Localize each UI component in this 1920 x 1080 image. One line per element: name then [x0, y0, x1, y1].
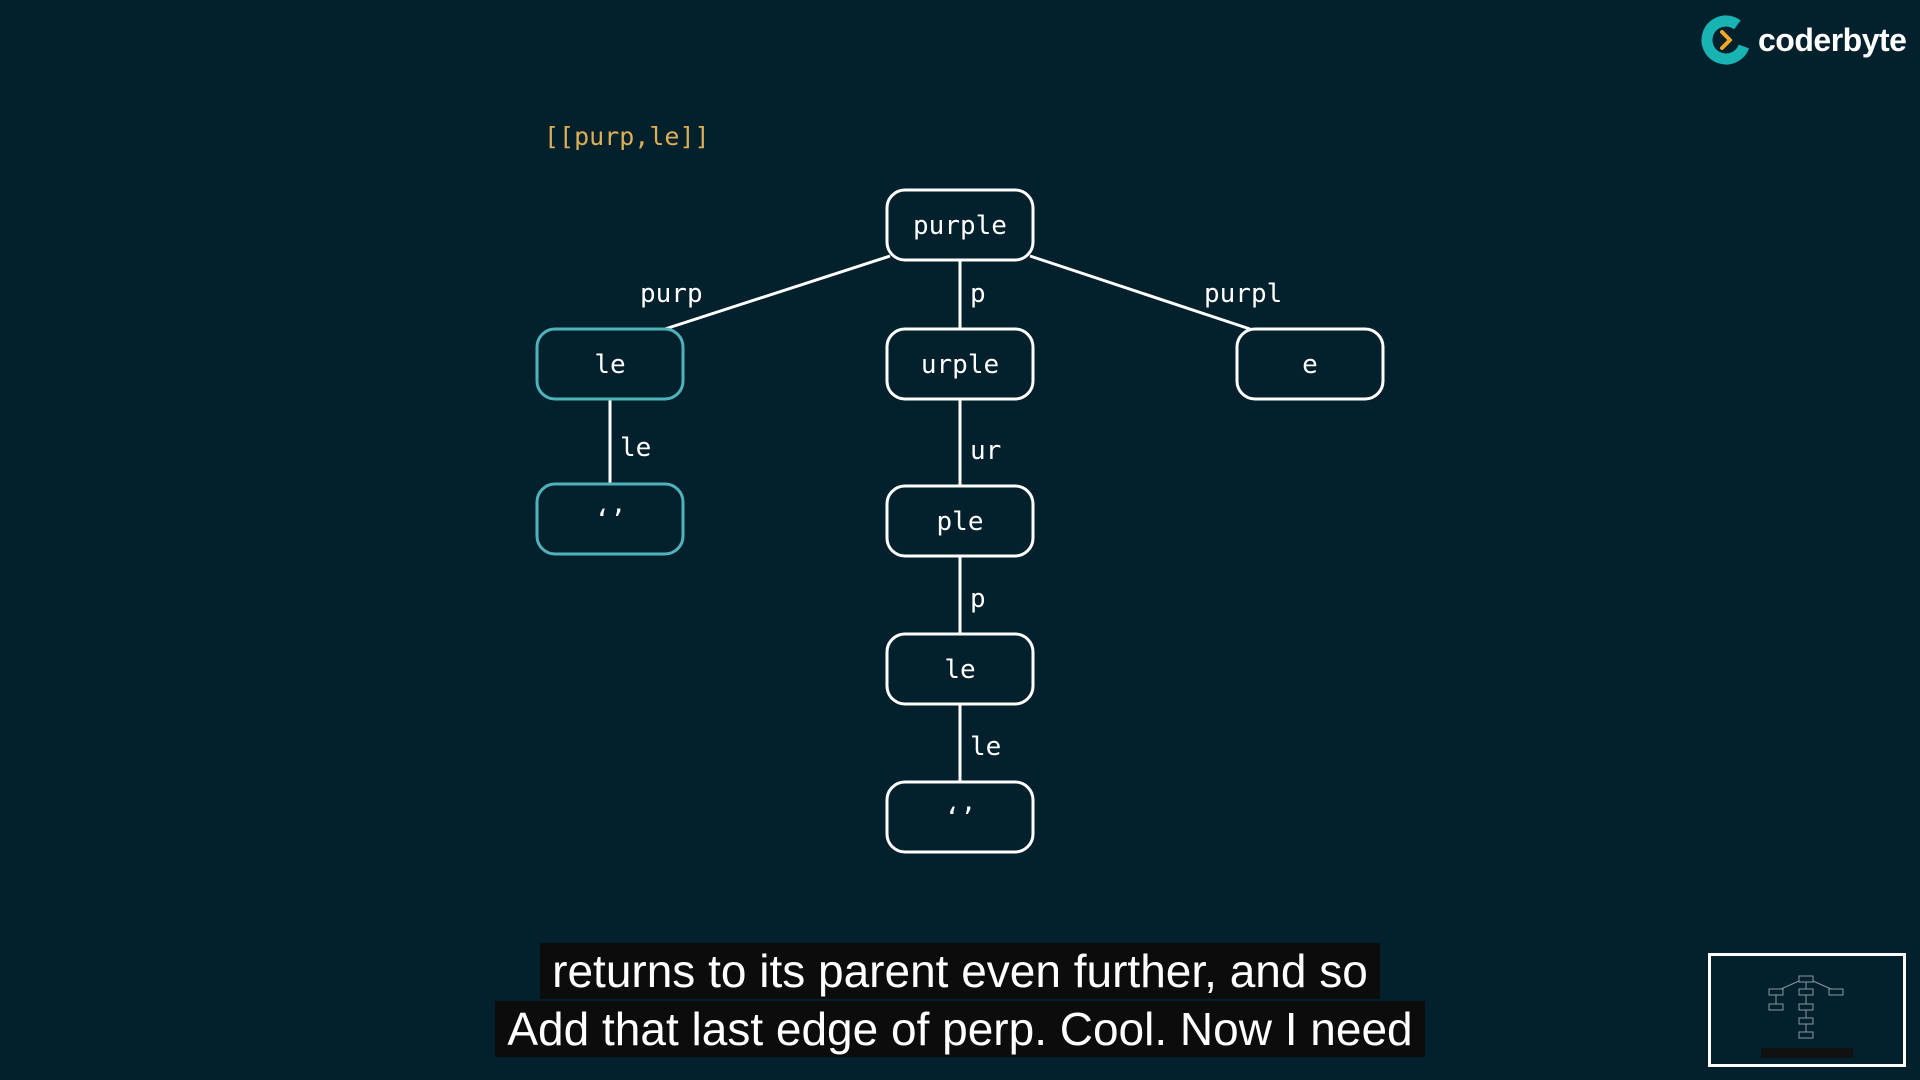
tree-edge-label-le2-empty2: le	[970, 732, 1001, 762]
caption-line-2: Add that last edge of perp. Cool. Now I …	[495, 1001, 1425, 1057]
tree-node-label-le2: le	[944, 655, 975, 685]
tree-node-box-empty1	[535, 482, 685, 556]
tree-node-label-le1: le	[594, 350, 625, 380]
tree-node-box-empty2	[885, 780, 1035, 854]
tree-node-e: e	[1235, 327, 1385, 401]
tree-node-le2: le	[885, 632, 1035, 706]
coderbyte-logo-text: coderbyte	[1758, 21, 1907, 58]
tree-node-label-root: purple	[913, 211, 1007, 241]
tree-node-box-ple	[885, 484, 1035, 558]
tree-edge-label-urple-ple: ur	[970, 436, 1001, 466]
coderbyte-logo: coderbyte	[1700, 14, 1907, 66]
tree-node-box-le2	[885, 632, 1035, 706]
tree-edge-label-root-e: purpl	[1204, 279, 1282, 309]
tree-node-box-urple	[885, 327, 1035, 401]
video-thumbnail-preview[interactable]	[1708, 953, 1906, 1067]
tree-node-empty2: ‘’	[885, 780, 1035, 854]
tree-node-le1: le	[535, 327, 685, 401]
tree-node-box-root	[885, 188, 1035, 262]
tree-node-box-le1	[535, 327, 685, 401]
tree-node-label-ple: ple	[937, 507, 984, 537]
tree-edge-root-le1	[664, 254, 891, 331]
tree-node-label-empty1: ‘’	[594, 505, 625, 535]
tree-edge-label-root-urple: p	[970, 279, 986, 309]
tree-edge-label-le1-empty1: le	[620, 433, 651, 463]
subtitle-captions: returns to its parent even further, and …	[0, 943, 1920, 1059]
tree-node-ple: ple	[885, 484, 1035, 558]
thumbnail-mini-diagram	[1761, 975, 1853, 1058]
tree-node-box-e	[1235, 327, 1385, 401]
tree-node-empty1: ‘’	[535, 482, 685, 556]
tree-node-urple: urple	[885, 327, 1035, 401]
tree-node-root: purple	[885, 188, 1035, 262]
tree-edge-label-root-le1: purp	[640, 279, 703, 309]
tree-node-label-empty2: ‘’	[944, 803, 975, 833]
result-array-label: [[purp,le]]	[544, 122, 710, 151]
coderbyte-logo-icon	[1701, 15, 1751, 65]
caption-line-1: returns to its parent even further, and …	[540, 943, 1380, 999]
tree-edge-label-ple-le2: p	[970, 584, 986, 614]
tree-node-label-urple: urple	[921, 350, 999, 380]
tree-edge-root-e	[1029, 254, 1251, 331]
tree-node-label-e: e	[1302, 350, 1318, 380]
